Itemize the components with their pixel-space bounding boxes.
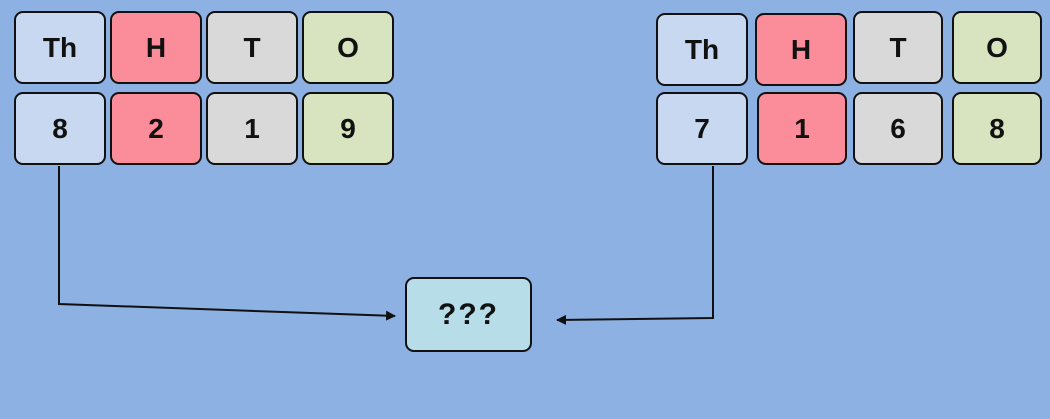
left-thousands-header: Th	[14, 11, 106, 84]
left-tens-header: T	[206, 11, 298, 84]
left-ones-header: O	[302, 11, 394, 84]
left-hundreds-digit: 2	[110, 92, 202, 165]
right-ones-digit: 8	[952, 92, 1042, 165]
right-tens-digit: 6	[853, 92, 943, 165]
left-hundreds-header: H	[110, 11, 202, 84]
left-connector-arrow	[58, 166, 396, 321]
right-hundreds-digit: 1	[757, 92, 847, 165]
left-thousands-digit: 8	[14, 92, 106, 165]
left-ones-digit: 9	[302, 92, 394, 165]
right-connector-arrow	[556, 166, 714, 325]
right-hundreds-header: H	[755, 13, 847, 86]
result-box: ???	[405, 277, 532, 352]
left-tens-digit: 1	[206, 92, 298, 165]
right-tens-header: T	[853, 11, 943, 84]
right-ones-header: O	[952, 11, 1042, 84]
right-thousands-digit: 7	[656, 92, 748, 165]
right-thousands-header: Th	[656, 13, 748, 86]
